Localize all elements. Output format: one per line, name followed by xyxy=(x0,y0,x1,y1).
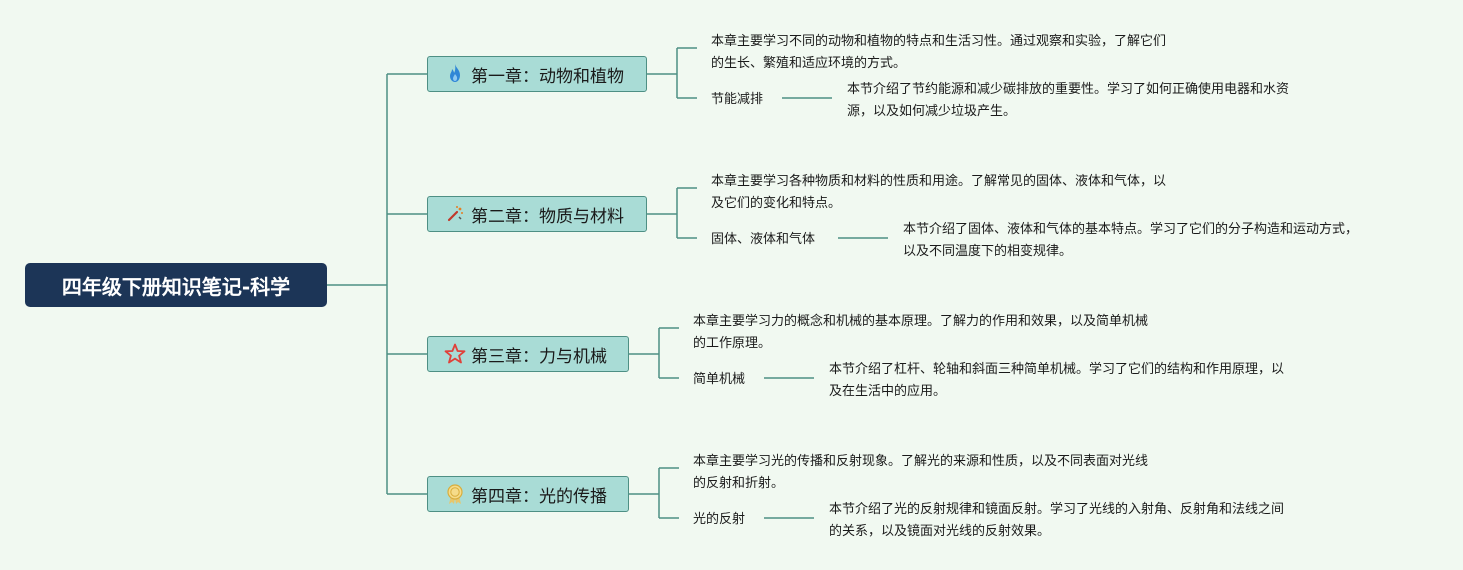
chapter-2-section-text: 本节介绍了固体、液体和气体的基本特点。学习了它们的分子构造和运动方式，以及不同温… xyxy=(903,222,1359,259)
chapter-3-summary: 本章主要学习力的概念和机械的基本原理。了解力的作用和效果，以及简单机械的工作原理… xyxy=(693,314,1149,351)
chapter-2-summary: 本章主要学习各种物质和材料的性质和用途。了解常见的固体、液体和气体，以及它们的变… xyxy=(711,174,1167,211)
chapter-3-section-label[interactable]: 简单机械 xyxy=(693,372,746,387)
chapter-1-section-text: 本节介绍了节约能源和减少碳排放的重要性。学习了如何正确使用电器和水资源，以及如何… xyxy=(847,82,1290,119)
star-icon xyxy=(443,342,467,366)
chapter-4-title: 第四章：光的传播 xyxy=(471,486,607,507)
chapter-4-section-text: 本节介绍了光的反射规律和镜面反射。学习了光线的入射角、反射角和法线之间的关系，以… xyxy=(829,502,1285,539)
chapter-1-section-label[interactable]: 节能减排 xyxy=(711,92,764,107)
chapter-4-section-label[interactable]: 光的反射 xyxy=(693,512,746,527)
chapter-3-node[interactable]: 第三章：力与机械 xyxy=(427,336,629,372)
chapter-2-title: 第二章：物质与材料 xyxy=(471,206,624,227)
chapter-1-title: 第一章：动物和植物 xyxy=(471,66,624,87)
magic-wand-icon xyxy=(443,202,467,226)
root-topic[interactable]: 四年级下册知识笔记-科学 xyxy=(25,263,327,307)
chapter-2-section-label[interactable]: 固体、液体和气体 xyxy=(711,232,816,247)
chapter-1-node[interactable]: 第一章：动物和植物 xyxy=(427,56,647,92)
chapter-3-section-text: 本节介绍了杠杆、轮轴和斜面三种简单机械。学习了它们的结构和作用原理，以及在生活中… xyxy=(829,362,1285,399)
chapter-4-node[interactable]: 第四章：光的传播 xyxy=(427,476,629,512)
chapter-1-summary: 本章主要学习不同的动物和植物的特点和生活习性。通过观察和实验，了解它们的生长、繁… xyxy=(711,34,1167,71)
medal-icon xyxy=(443,482,467,506)
chapter-2-node[interactable]: 第二章：物质与材料 xyxy=(427,196,647,232)
chapter-4-summary: 本章主要学习光的传播和反射现象。了解光的来源和性质，以及不同表面对光线的反射和折… xyxy=(693,454,1149,491)
fire-icon xyxy=(443,62,467,86)
chapter-3-title: 第三章：力与机械 xyxy=(471,346,607,367)
root-title: 四年级下册知识笔记-科学 xyxy=(61,274,291,299)
